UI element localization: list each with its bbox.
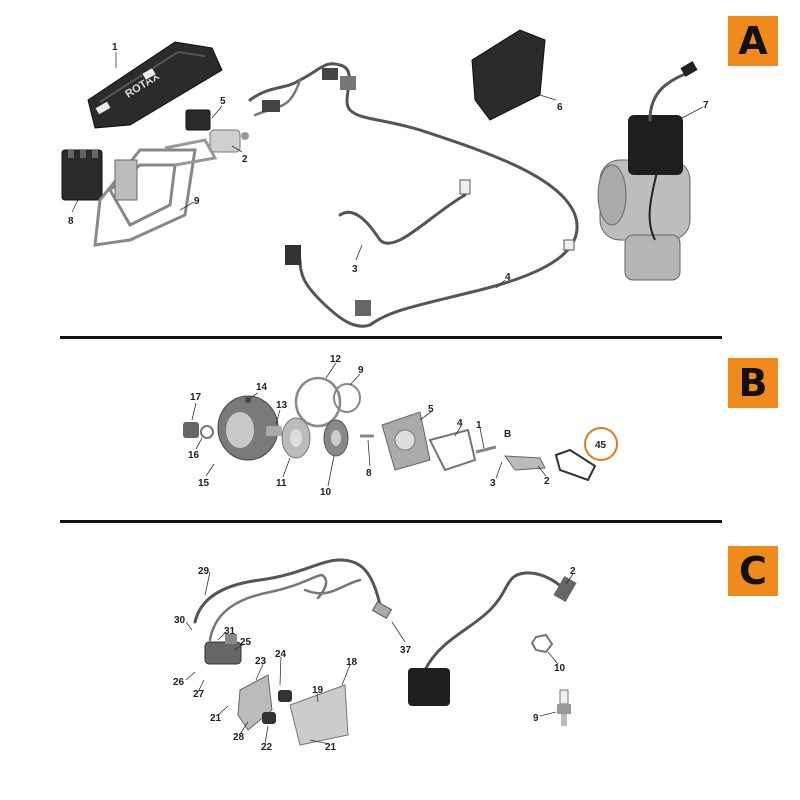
callout-b-9: 9 [358,365,364,376]
callout-c-31: 31 [224,626,236,637]
highlight-circle-45 [584,427,618,461]
callout-b-45: 45 [595,440,607,451]
callout-b-11: 11 [276,478,287,489]
callout-a-7: 7 [703,100,709,111]
callout-b-15: 15 [198,478,210,489]
section-b-badge: B [728,358,778,408]
relay-part [185,109,211,131]
divider-a-b [60,336,722,339]
callout-a-1: 1 [112,42,118,53]
callout-c-2: 2 [570,566,576,577]
callout-c-26: 26 [173,677,185,688]
callout-c-29: 29 [198,566,210,577]
ignition-coil [408,668,450,706]
spark-plug [557,689,571,726]
ground-cable [338,179,471,245]
callout-b-1: 1 [476,420,482,431]
callout-b-14: 14 [256,382,268,393]
wiring-harness [248,62,579,328]
section-a-diagram: ROTAX [61,29,709,328]
callout-c-9: 9 [533,713,539,724]
divider-b-c [60,520,722,523]
callout-c-37: 37 [400,645,412,656]
electronic-block [61,149,103,201]
valve-assembly [204,634,242,665]
pump-housing [217,395,279,461]
callout-a-4: 4 [505,272,511,283]
callout-b-10: 10 [320,487,332,498]
callout-c-28: 28 [233,732,245,743]
callout-c-21-right: 21 [325,742,337,753]
callout-c-30: 30 [174,615,186,626]
callout-b-8: 8 [366,468,372,479]
callout-a-9: 9 [194,196,200,207]
callout-c-27: 27 [193,689,205,700]
callout-b-12: 12 [330,354,342,365]
carburetor [597,61,698,281]
callout-c-21-left: 21 [210,713,222,724]
callout-c-25: 25 [240,637,252,648]
starter-relay [209,129,249,153]
callout-b-17: 17 [190,392,202,403]
callout-b-3: 3 [490,478,496,489]
pump-body [381,411,431,471]
callout-a-2: 2 [242,154,248,165]
callout-b-5: 5 [428,404,434,415]
callout-c-10: 10 [554,663,566,674]
callout-c-19: 19 [312,685,324,696]
callout-c-22: 22 [261,742,273,753]
callout-a-5: 5 [220,96,226,107]
section-a-badge: A [728,16,778,66]
callout-b-4: 4 [457,418,463,429]
callout-c-24: 24 [275,649,287,660]
callout-a-8: 8 [68,216,74,227]
callout-c-18: 18 [346,657,358,668]
callout-b-2: 2 [544,476,550,487]
callout-b-B: B [504,429,511,440]
callout-a-6: 6 [557,102,563,113]
mounting-bracket [93,138,218,247]
air-intake-shield [471,29,546,121]
ignition-cover: ROTAX [87,41,223,129]
callout-c-23: 23 [255,656,267,667]
callout-b-13: 13 [276,400,288,411]
section-b-diagram: 17 14 13 12 9 16 15 11 10 8 5 4 1 B 3 2 … [183,354,618,498]
section-c-diagram: 29 30 31 25 26 27 23 24 19 18 21 28 22 2… [173,558,577,753]
callout-b-16: 16 [188,450,200,461]
section-c-badge: C [728,546,778,596]
callout-a-3: 3 [352,264,358,275]
cap-part [183,422,199,438]
